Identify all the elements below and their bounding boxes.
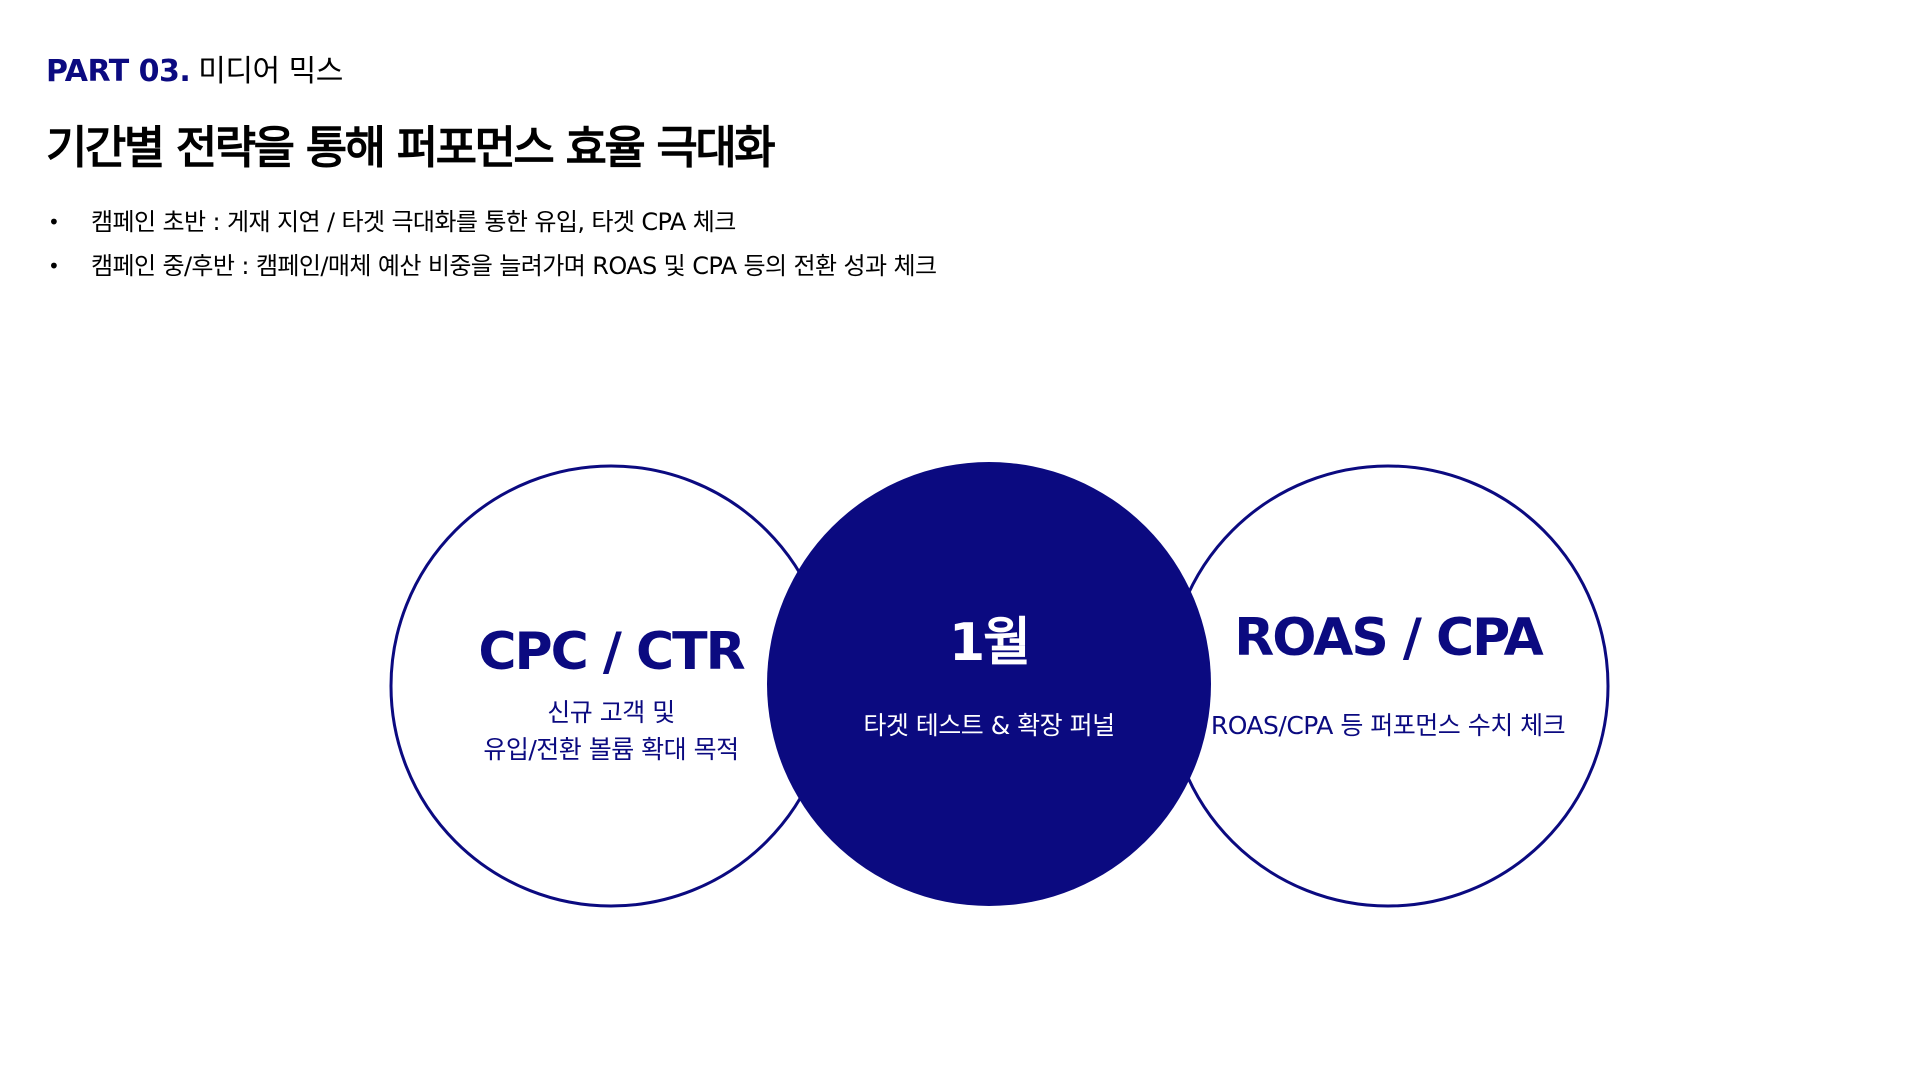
center-circle-desc: 타겟 테스트 & 확장 퍼널 (863, 711, 1115, 740)
bullet-item: • 캠페인 중/후반 : 캠페인/매체 예산 비중을 늘려가며 ROAS 및 C… (46, 244, 937, 288)
right-circle-title: ROAS / CPA (1234, 608, 1544, 668)
right-circle-content: ROAS / CPA ROAS/CPA 등 퍼포먼스 수치 체크 (1188, 606, 1588, 744)
part-code: PART 03. (46, 54, 191, 89)
right-circle-desc: ROAS/CPA 등 퍼포먼스 수치 체크 (1210, 711, 1566, 740)
part-name: 미디어 믹스 (198, 54, 343, 89)
left-circle-title: CPC / CTR (478, 622, 745, 682)
center-circle (767, 462, 1211, 906)
bullet-text: 캠페인 초반 : 게재 지연 / 타겟 극대화를 통한 유입, 타겟 CPA 체… (91, 208, 736, 236)
bullet-text: 캠페인 중/후반 : 캠페인/매체 예산 비중을 늘려가며 ROAS 및 CPA… (91, 252, 937, 280)
left-circle-content: CPC / CTR 신규 고객 및 유입/전환 볼륨 확대 목적 (431, 620, 791, 768)
page-title: 기간별 전략을 통해 퍼포먼스 효율 극대화 (46, 121, 776, 174)
left-circle-desc-line: 신규 고객 및 (547, 698, 675, 727)
bullet-marker: • (48, 254, 60, 278)
bullet-list: • 캠페인 초반 : 게재 지연 / 타겟 극대화를 통한 유입, 타겟 CPA… (46, 200, 937, 288)
center-circle-content: 1월 타겟 테스트 & 확장 퍼널 (809, 611, 1169, 744)
center-circle-title: 1월 (948, 613, 1031, 673)
left-circle-desc-line: 유입/전환 볼륨 확대 목적 (483, 735, 739, 764)
bullet-marker: • (48, 210, 60, 234)
bullet-item: • 캠페인 초반 : 게재 지연 / 타겟 극대화를 통한 유입, 타겟 CPA… (46, 200, 936, 244)
part-label: PART 03.미디어 믹스 (46, 52, 343, 92)
